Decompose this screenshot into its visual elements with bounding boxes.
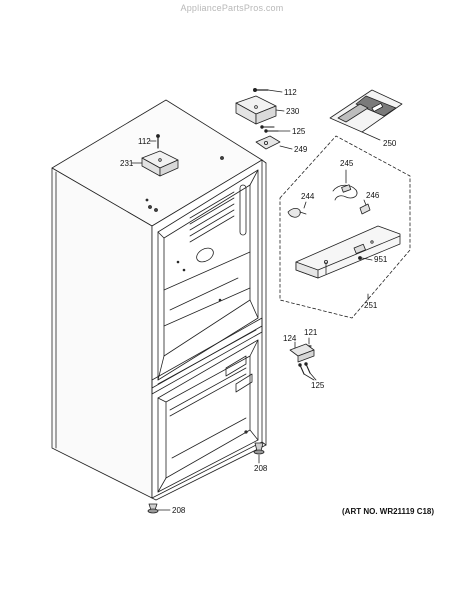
- part-231-hinge-cover: [131, 150, 179, 177]
- part-951-screw: [358, 256, 373, 261]
- part-125-screws-lower: [298, 362, 317, 381]
- callout-249: 249: [294, 145, 308, 154]
- part-250-literature-kit: [329, 89, 403, 141]
- fresh-food-compartment: [157, 169, 259, 381]
- part-246-sensor: [359, 199, 371, 215]
- callout-112-lower: 112: [138, 137, 151, 146]
- part-112-screw-lower: [149, 134, 160, 149]
- part-208-leveling-leg-left: [147, 503, 171, 514]
- callout-112-upper: 112: [284, 88, 297, 97]
- art-number: (ART NO. WR21119 C18): [342, 507, 434, 516]
- part-125-screws-upper: [260, 125, 291, 133]
- callout-251: 251: [364, 301, 378, 310]
- callout-208-right: 208: [254, 464, 268, 473]
- callout-121: 121: [304, 328, 318, 337]
- freezer-compartment: [157, 339, 259, 493]
- assembly-251-dashed-outline: [279, 135, 411, 319]
- callout-250: 250: [383, 139, 397, 148]
- watermark-text: AppliancePartsPros.com: [180, 3, 284, 13]
- part-244-connector: [287, 201, 307, 218]
- callout-246: 246: [366, 191, 380, 200]
- callout-230: 230: [286, 107, 300, 116]
- callout-245: 245: [340, 159, 354, 168]
- part-249-hinge-bracket: [255, 135, 293, 150]
- callout-951: 951: [374, 255, 388, 264]
- callout-244: 244: [301, 192, 315, 201]
- callout-124: 124: [283, 334, 297, 343]
- cabinet-shell: [51, 99, 267, 501]
- part-208-leveling-leg-right: [253, 442, 265, 464]
- part-245-wire-harness: [332, 169, 358, 201]
- part-124-bracket: [289, 341, 315, 363]
- center-mullion: [151, 317, 263, 395]
- callout-125-upper: 125: [292, 127, 306, 136]
- part-251-control-bracket: [295, 225, 401, 279]
- part-112-screw-upper: [252, 88, 283, 93]
- part-230-hinge-cover: [235, 95, 285, 125]
- callout-125-lower: 125: [311, 381, 325, 390]
- callout-231: 231: [120, 159, 134, 168]
- callout-208-left: 208: [172, 506, 186, 515]
